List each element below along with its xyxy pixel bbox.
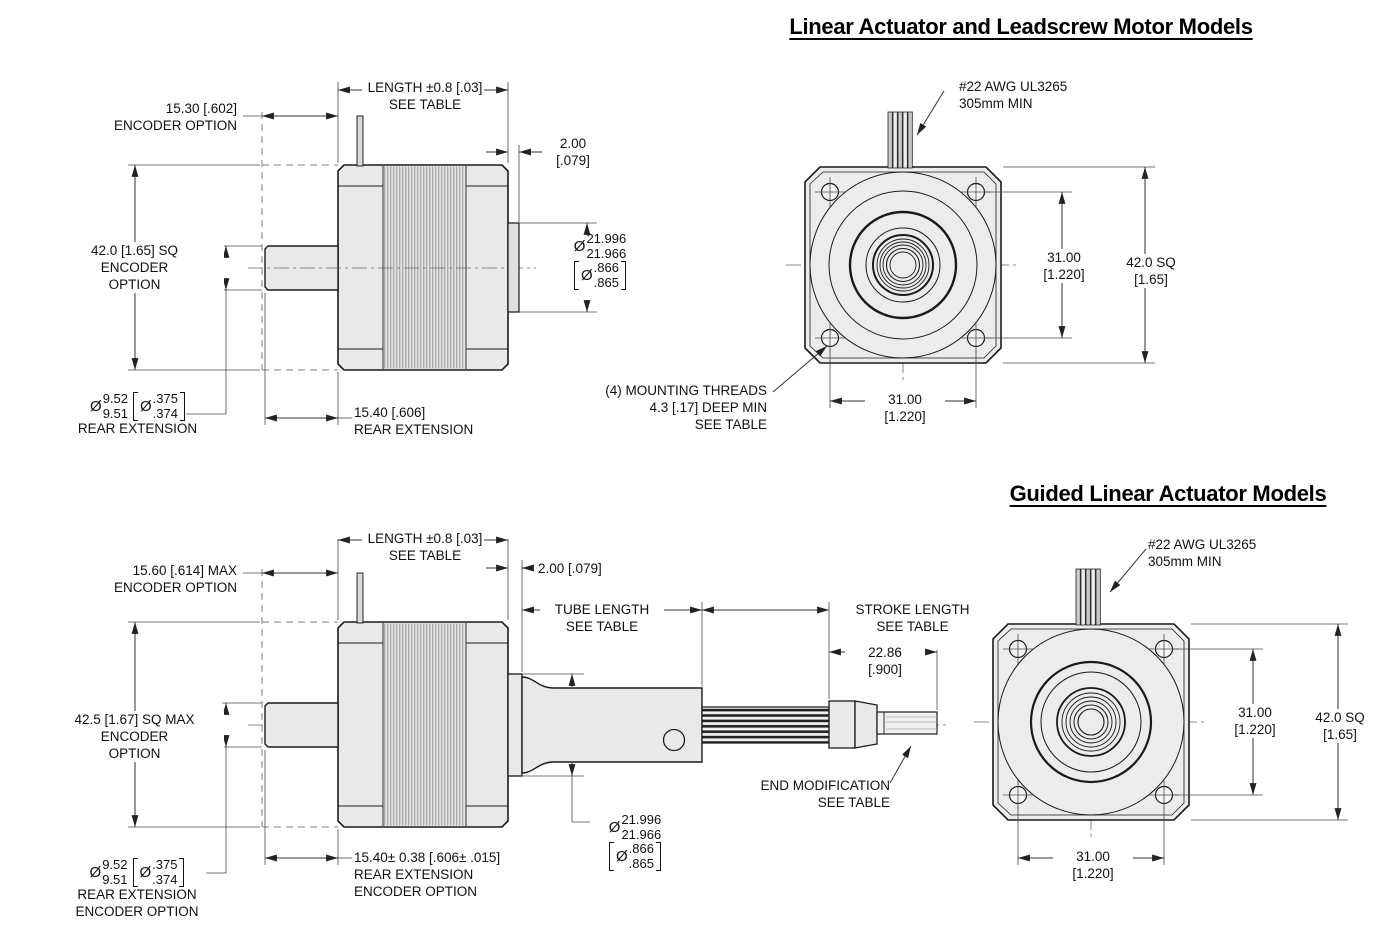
motor-length-dim-label: LENGTH ±0.8 [.03] SEE TABLE [367, 531, 483, 563]
stroke-dim-label: 22.86 [.900] [845, 644, 925, 678]
bracket-close [179, 858, 185, 887]
bracket-open [132, 858, 138, 887]
encoder-square-dim-label: 42.0 [1.65] SQ ENCODER OPTION [45, 242, 224, 293]
bolt-spacing-vertical-label: 31.00 [1.220] [1024, 249, 1104, 283]
mounting-threads-label: (4) MOUNTING THREADS 4.3 [.17] DEEP MIN … [605, 383, 767, 432]
pilot-depth-dim-label: 2.00 [.079] [556, 136, 590, 168]
wire-spec-label: #22 AWG UL3265 305mm MIN [1148, 537, 1257, 569]
frame-square-label: 42.0 SQ [1.65] [1299, 709, 1381, 743]
bolt-spacing-horizontal-label: 31.00 [1.220] [1053, 848, 1133, 882]
stroke-length-dim-label: STROKE LENGTH SEE TABLE [855, 602, 970, 634]
bracket-close [620, 261, 626, 290]
rear-extension-dim-label: 15.40 [.606] REAR EXTENSION [354, 405, 474, 437]
section-title-guided: Guided Linear Actuator Models [1009, 481, 1327, 506]
lead-wires [887, 111, 913, 169]
tube-length-dim-label: TUBE LENGTH SEE TABLE [540, 601, 664, 635]
bracket-close [179, 392, 185, 421]
bolt-spacing-vertical-label: 31.00 [1.220] [1215, 704, 1295, 738]
mounting-holes [815, 177, 991, 353]
guided-side-drawing [128, 536, 948, 874]
wire-spec-label: #22 AWG UL3265 305mm MIN [959, 79, 1068, 111]
section-title-leadscrew: Linear Actuator and Leadscrew Motor Mode… [789, 14, 1253, 39]
encoder-length-max-dim-label: 15.60 [.614] MAX ENCODER OPTION [113, 563, 237, 595]
encoder-length-dim-label: 15.30 [.602] ENCODER OPTION [113, 101, 237, 133]
pilot-depth-dim-label: 2.00 [.079] [538, 561, 602, 576]
rear-extension-encoder-dim-label: 15.40± 0.38 [.606± .015] REAR EXTENSION … [354, 850, 501, 899]
leadscrew-front-drawing [772, 90, 1155, 408]
mounting-holes [1003, 634, 1179, 810]
bracket-close [655, 842, 661, 871]
motor-side-view [264, 115, 509, 371]
leadscrew-side-drawing [128, 82, 597, 425]
lead-wires [1075, 568, 1101, 626]
bracket-open [133, 392, 138, 421]
bracket-open [609, 842, 614, 871]
bracket-open [574, 261, 579, 290]
frame-square-label: 42.0 SQ [1.65] [1110, 254, 1192, 288]
motor-length-dim-label: LENGTH ±0.8 [.03] SEE TABLE [367, 80, 483, 112]
encoder-square-max-dim-label: 42.5 [1.67] SQ MAX ENCODER OPTION [45, 711, 224, 762]
bolt-spacing-horizontal-label: 31.00 [1.220] [865, 391, 945, 425]
end-modification-label: END MODIFICATION SEE TABLE [760, 778, 891, 810]
